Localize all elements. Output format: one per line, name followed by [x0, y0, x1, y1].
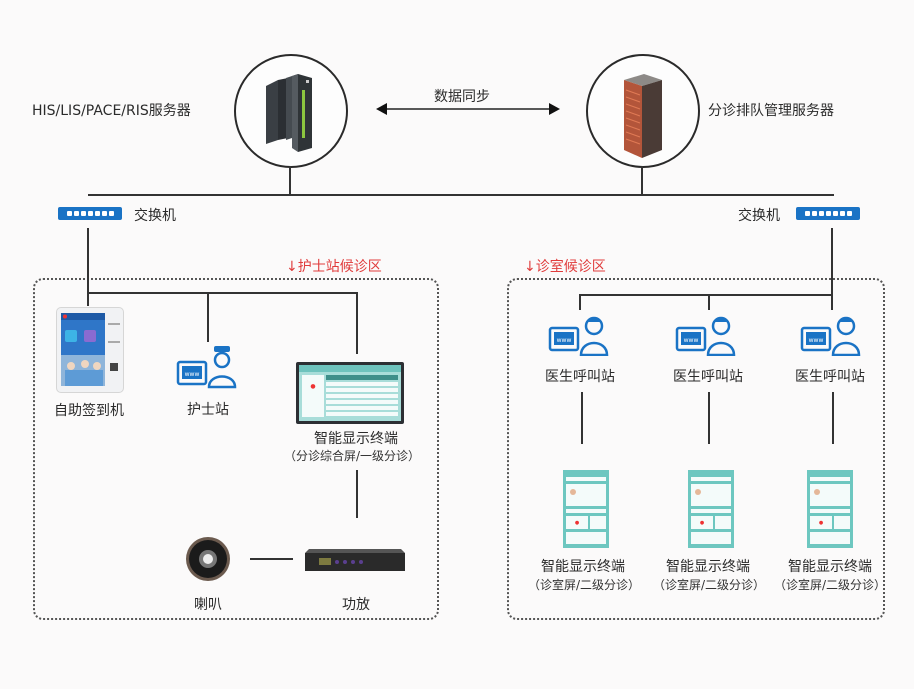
call-station-2-label: 医生呼叫站 [673, 369, 743, 385]
call-station-2-link [708, 294, 710, 310]
doctor-station-icon: www [800, 316, 861, 357]
backbone-bus-line [88, 194, 834, 196]
triage-display-sublabel: （分诊综合屏/一级分诊） [283, 449, 421, 463]
left-switch[interactable] [58, 207, 122, 220]
doctor-call-station-1[interactable]: www [548, 314, 612, 357]
terminal-2-sublabel: （诊室屏/二级分诊） [652, 578, 766, 592]
doctor-call-station-2[interactable]: www [675, 314, 739, 357]
triage-server-node[interactable] [586, 54, 700, 168]
amplifier-label: 功放 [342, 597, 370, 613]
svg-text:●: ● [575, 520, 580, 526]
room-display-1[interactable]: ● [563, 470, 609, 548]
svg-text:www: www [809, 337, 824, 344]
svg-text:www: www [684, 337, 699, 344]
display-amplifier-link [356, 470, 358, 518]
triage-display-label: 智能显示终端 [314, 431, 398, 447]
call-station-3-label: 医生呼叫站 [795, 369, 865, 385]
data-sync-arrow [376, 101, 560, 115]
room-display-icon: ● [810, 477, 850, 544]
server-rack-dark-icon [266, 74, 312, 152]
call-station-1-label: 医生呼叫站 [545, 369, 615, 385]
amplifier-icon [305, 549, 405, 571]
right-switch-label: 交换机 [738, 208, 780, 224]
his-server-label: HIS/LIS/PACE/RIS服务器 [32, 103, 191, 119]
speaker-amplifier-link [250, 558, 293, 560]
nurse-waiting-zone [33, 278, 439, 620]
room-display-2[interactable]: ● [688, 470, 734, 548]
speaker-device[interactable] [185, 536, 231, 582]
triage-server-link [641, 166, 643, 196]
room-display-3[interactable]: ● [807, 470, 853, 548]
clinic-zone-title: ↓诊室候诊区 [524, 259, 606, 275]
nurse-station-device[interactable]: www [176, 343, 240, 389]
nurse-zone-title: ↓护士站候诊区 [286, 259, 382, 275]
svg-text:●: ● [819, 520, 824, 526]
amplifier-device[interactable] [305, 545, 405, 573]
svg-text:●: ● [310, 383, 315, 390]
nurse-station-icon: www [176, 346, 237, 389]
kiosk-icon [61, 313, 120, 386]
display-screen-icon: ● [299, 365, 401, 421]
his-server-link [289, 166, 291, 196]
left-switch-label: 交换机 [134, 208, 176, 224]
nurse-zone-branch-line [87, 292, 358, 294]
right-switch-drop [831, 228, 833, 310]
clinic-waiting-zone [507, 278, 885, 620]
terminal-3-link [832, 392, 834, 444]
room-display-icon: ● [691, 477, 731, 544]
triage-display-device[interactable]: ● [296, 362, 404, 424]
triage-server-label: 分诊排队管理服务器 [708, 103, 834, 119]
svg-text:●: ● [700, 520, 705, 526]
room-display-icon: ● [566, 477, 606, 544]
display-link [356, 292, 358, 354]
call-station-1-link [579, 294, 581, 310]
data-sync-label: 数据同步 [434, 89, 490, 105]
terminal-1-label: 智能显示终端 [541, 559, 625, 575]
doctor-station-icon: www [548, 316, 609, 357]
right-switch[interactable] [796, 207, 860, 220]
terminal-3-label: 智能显示终端 [788, 559, 872, 575]
left-switch-drop [87, 228, 89, 306]
svg-text:www: www [557, 337, 572, 344]
terminal-1-link [581, 392, 583, 444]
speaker-icon [186, 537, 230, 581]
kiosk-device[interactable] [56, 307, 124, 393]
terminal-2-label: 智能显示终端 [666, 559, 750, 575]
nurse-station-label: 护士站 [187, 402, 229, 418]
speaker-label: 喇叭 [194, 597, 222, 613]
server-rack-red-icon [624, 74, 662, 158]
his-server-node[interactable] [234, 54, 348, 168]
terminal-3-sublabel: （诊室屏/二级分诊） [773, 578, 887, 592]
kiosk-label: 自助签到机 [54, 403, 124, 419]
doctor-station-icon: www [675, 316, 736, 357]
svg-text:www: www [185, 371, 200, 378]
clinic-zone-branch-line [579, 294, 833, 296]
nurse-station-link [207, 292, 209, 342]
doctor-call-station-3[interactable]: www [800, 314, 864, 357]
terminal-1-sublabel: （诊室屏/二级分诊） [527, 578, 641, 592]
terminal-2-link [708, 392, 710, 444]
